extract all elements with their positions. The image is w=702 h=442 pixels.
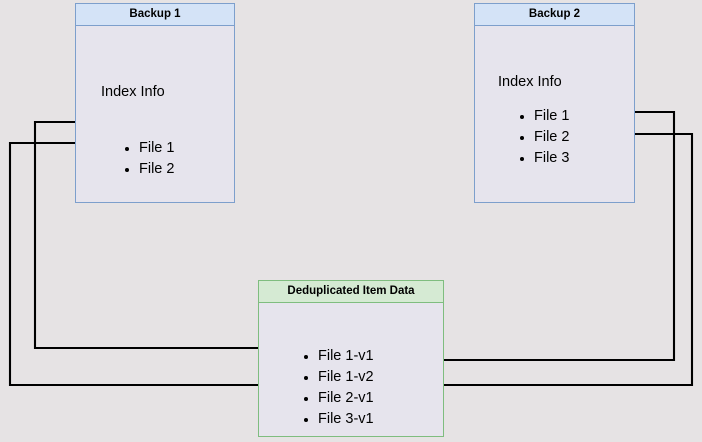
list-item[interactable]: File 1 — [124, 138, 174, 159]
list-item[interactable]: File 1-v1 — [303, 346, 374, 367]
list-item[interactable]: File 2 — [519, 127, 569, 148]
list-item[interactable]: File 2 — [124, 159, 174, 180]
list-item[interactable]: File 3 — [519, 148, 569, 169]
backup-2-file-list: File 1 File 2 File 3 — [519, 106, 569, 169]
node-backup-2[interactable]: Backup 2 Index Info File 1 File 2 File 3 — [474, 3, 635, 203]
backup-1-file-list: File 1 File 2 — [124, 138, 174, 180]
list-item[interactable]: File 1 — [519, 106, 569, 127]
node-backup-2-body: Index Info File 1 File 2 File 3 — [475, 26, 634, 202]
backup-1-index-info-label: Index Info — [101, 84, 165, 100]
node-deduplicated-item-data[interactable]: Deduplicated Item Data File 1-v1 File 1-… — [258, 280, 444, 437]
list-item[interactable]: File 2-v1 — [303, 388, 374, 409]
backup-2-index-info-label: Index Info — [498, 74, 562, 90]
node-backup-2-title: Backup 2 — [475, 4, 634, 26]
node-backup-1-title: Backup 1 — [76, 4, 234, 26]
node-backup-1[interactable]: Backup 1 Index Info File 1 File 2 — [75, 3, 235, 203]
node-deduplicated-item-data-body: File 1-v1 File 1-v2 File 2-v1 File 3-v1 — [259, 303, 443, 436]
list-item[interactable]: File 1-v2 — [303, 367, 374, 388]
node-deduplicated-item-data-title: Deduplicated Item Data — [259, 281, 443, 303]
list-item[interactable]: File 3-v1 — [303, 409, 374, 430]
node-backup-1-body: Index Info File 1 File 2 — [76, 26, 234, 202]
deduplicated-item-list: File 1-v1 File 1-v2 File 2-v1 File 3-v1 — [303, 346, 374, 430]
